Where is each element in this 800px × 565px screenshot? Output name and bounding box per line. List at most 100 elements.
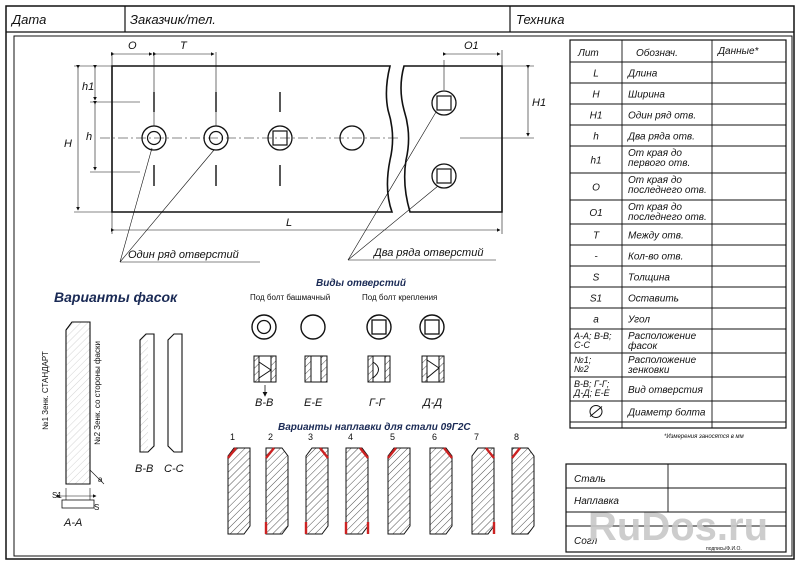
signature-table: Сталь Наплавка Согл подпись/Ф.И.О. <box>565 463 787 553</box>
table-cell-lit: В-В; Г-Г; <box>574 379 610 389</box>
table-cell-name: Ширина <box>628 90 665 101</box>
table-cell-lit: H1 <box>590 111 603 122</box>
weld-variant-number: 2 <box>268 432 273 442</box>
table-cell-lit: h1 <box>590 156 601 167</box>
table-header-lit: Лит <box>577 48 599 59</box>
view-bb-label: В-В <box>255 397 273 409</box>
weld-variant: 5 <box>387 432 411 535</box>
weld-title: Варианты наплавки для стали 09Г2С <box>278 422 471 433</box>
countersink-1-label: №1 Зенк. СТАНДАРТ <box>41 351 50 430</box>
dim-h-label: h <box>86 131 92 143</box>
watermark-logo: RuDos.ru <box>588 505 768 549</box>
table-cell-name: Угол <box>627 315 650 326</box>
table-cell-lit: Д-Д; Е-Е <box>573 388 611 398</box>
section-bb-label: В-В <box>135 463 153 475</box>
weld-variant-number: 8 <box>514 432 519 442</box>
table-cell-name: Расположение <box>628 355 697 366</box>
countersink-2-label: №2 Зенк. со стороны фаски <box>93 341 102 445</box>
table-cell-lit: №1; <box>574 355 592 365</box>
table-cell-name: Оставить <box>628 294 679 305</box>
weld-variant-number: 6 <box>432 432 437 442</box>
weld-variant-number: 1 <box>230 432 235 442</box>
chamfer-s-label: S <box>94 503 99 512</box>
table-cell-lit: T <box>593 231 600 242</box>
weld-variant: 4 <box>344 432 370 535</box>
weld-variant-number: 7 <box>474 432 479 442</box>
weld-variant: 1 <box>227 432 251 535</box>
table-cell-name: фасок <box>628 340 658 352</box>
table-cell-lit: O1 <box>589 208 602 219</box>
weld-variant: 7 <box>471 432 496 535</box>
sign-caption: подпись/Ф.И.О. <box>706 546 742 552</box>
hole-types-title: Виды отверстий <box>316 278 406 289</box>
weld-variant-number: 5 <box>390 432 395 442</box>
plate-drawing: O T O1 h1 h H H1 L Один ряд отверстий <box>64 40 546 263</box>
table-cell-name: От края до <box>628 148 682 159</box>
table-cell-name: последнего отв. <box>628 212 707 223</box>
chamfer-a-label: a <box>98 475 103 484</box>
table-cell-lit: S <box>593 273 600 284</box>
table-cell-name: Толщина <box>628 273 670 284</box>
table-cell-name: Кол-во отв. <box>628 252 683 263</box>
header-equipment: Техника <box>516 12 564 27</box>
table-cell-name: Один ряд отв. <box>628 111 696 122</box>
table-cell-name: Два ряда отв. <box>627 132 695 143</box>
weld-variants: Варианты наплавки для стали 09Г2С 1 2 3 4 5 6… <box>227 422 535 535</box>
one-row-label: Один ряд отверстий <box>128 249 239 261</box>
hole-types: Виды отверстий Под болт башмачный Под бо… <box>250 278 445 409</box>
table-cell-name: первого отв. <box>628 158 690 169</box>
weld-variant: 6 <box>429 432 453 535</box>
weld-variant-number: 3 <box>308 432 313 442</box>
table-footnote: *Измерения заносятся в мм <box>664 434 744 440</box>
table-cell-name: Диаметр болта <box>627 407 706 419</box>
view-ee-label: Е-Е <box>304 397 323 409</box>
table-row: В-В; Г-Г;Д-Д; Е-Е Вид отверстия <box>573 379 703 398</box>
table-cell-name: Вид отверстия <box>628 385 703 396</box>
chamfer-variants: Варианты фасок a S1 S А-А №1 Зенк. СТАНД… <box>41 289 184 529</box>
table-header-data: Данные* <box>717 46 760 57</box>
shoe-bolt-label: Под болт башмачный <box>250 293 330 302</box>
view-gg-label: Г-Г <box>369 397 386 409</box>
weld-label: Наплавка <box>574 496 619 507</box>
table-cell-lit: С-С <box>574 340 590 350</box>
table-cell-lit: h <box>593 132 599 143</box>
table-cell-lit: А-А; В-В; <box>573 331 612 341</box>
header-customer: Заказчик/тел. <box>130 12 216 27</box>
table-row: H Ширина <box>592 90 665 101</box>
weld-variant: 2 <box>264 432 289 535</box>
dim-o-label: O <box>128 40 137 52</box>
two-rows-label: Два ряда отверстий <box>372 247 483 259</box>
steel-label: Сталь <box>574 474 606 485</box>
weld-variant-number: 4 <box>348 432 353 442</box>
dim-t-label: T <box>180 40 188 52</box>
table-cell-name: От края до <box>628 202 682 213</box>
section-aa-label: А-А <box>63 517 82 529</box>
table-cell-name: зенковки <box>627 365 670 376</box>
dim-H-label: H <box>64 138 72 150</box>
table-cell-lit: L <box>593 69 599 80</box>
dim-L-label: L <box>286 217 292 229</box>
table-cell-name: От края до <box>628 175 682 186</box>
view-dd-label: Д-Д <box>421 397 442 409</box>
chamfer-s1-label: S1 <box>52 491 62 500</box>
table-cell-lit: S1 <box>590 294 602 305</box>
dim-h1-label: h1 <box>82 81 94 93</box>
table-cell-lit: H <box>592 90 600 101</box>
section-cc-label: С-С <box>164 463 184 475</box>
table-row: H1 Один ряд отв. <box>590 111 697 122</box>
table-row: Диаметр болта <box>589 405 706 419</box>
weld-variant: 3 <box>304 432 329 535</box>
weld-variant: 8 <box>511 432 535 535</box>
chamfer-title: Варианты фасок <box>54 289 178 305</box>
table-row: S1 Оставить <box>590 294 679 305</box>
